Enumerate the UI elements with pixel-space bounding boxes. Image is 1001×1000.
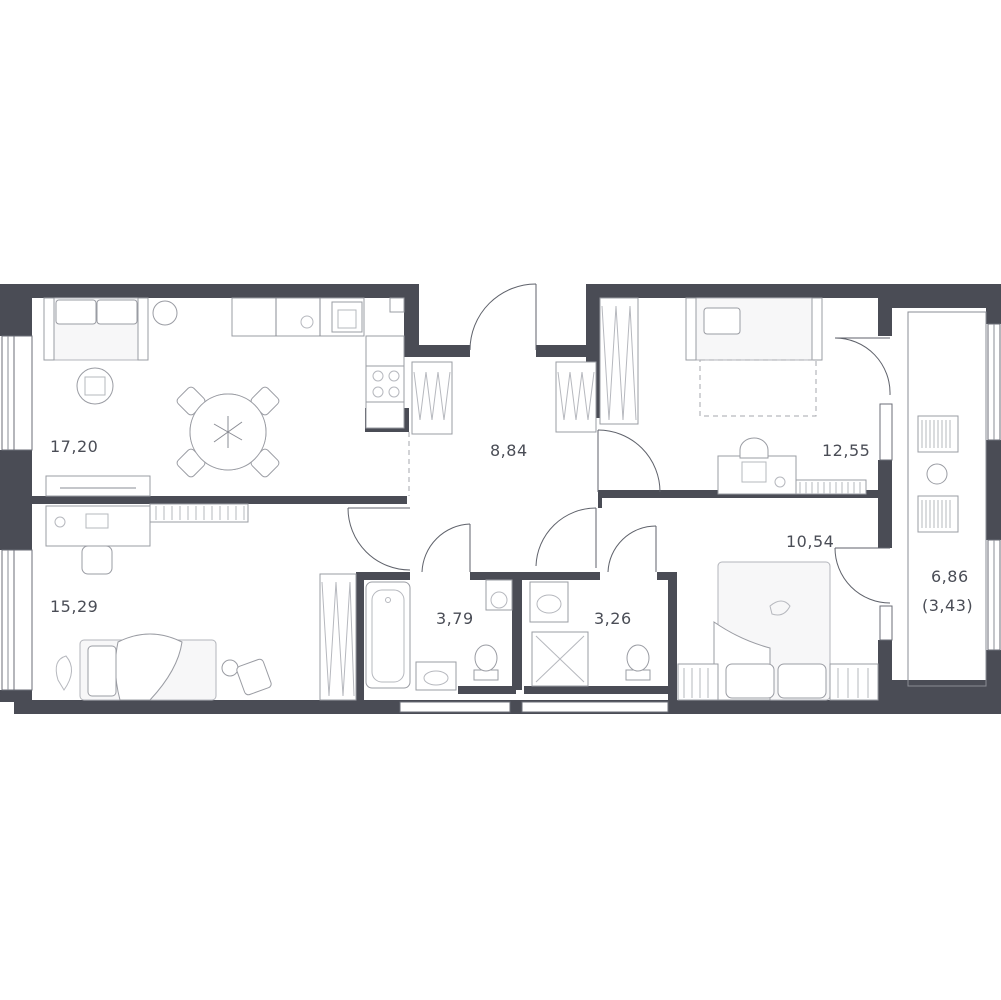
balcony-outline [907, 311, 987, 687]
bathroom-furniture [365, 579, 513, 691]
balcony-furniture [917, 415, 959, 533]
hallway-furniture [411, 361, 597, 435]
area-bedroom-right: 10,54 [786, 532, 834, 551]
bedroom-left-furniture [45, 503, 357, 701]
bedroom-right-furniture [677, 561, 879, 701]
area-balcony-reduced: (3,43) [922, 596, 973, 615]
area-labels: 17,20 8,84 12,55 10,54 6,86 (3,43) 15,29… [50, 437, 973, 628]
area-hallway: 8,84 [490, 441, 528, 460]
area-bathroom: 3,79 [436, 609, 474, 628]
bedroom-top-right-furniture [599, 297, 867, 495]
area-kitchen-living: 17,20 [50, 437, 98, 456]
windows [1, 323, 1001, 713]
doors [347, 283, 891, 604]
area-shower-room: 3,26 [594, 609, 632, 628]
shower-room-furniture [529, 581, 651, 687]
area-balcony: 6,86 [931, 567, 969, 586]
kitchen-living-furniture [43, 297, 405, 497]
area-bedroom-top-right: 12,55 [822, 441, 870, 460]
area-bedroom-left: 15,29 [50, 597, 98, 616]
